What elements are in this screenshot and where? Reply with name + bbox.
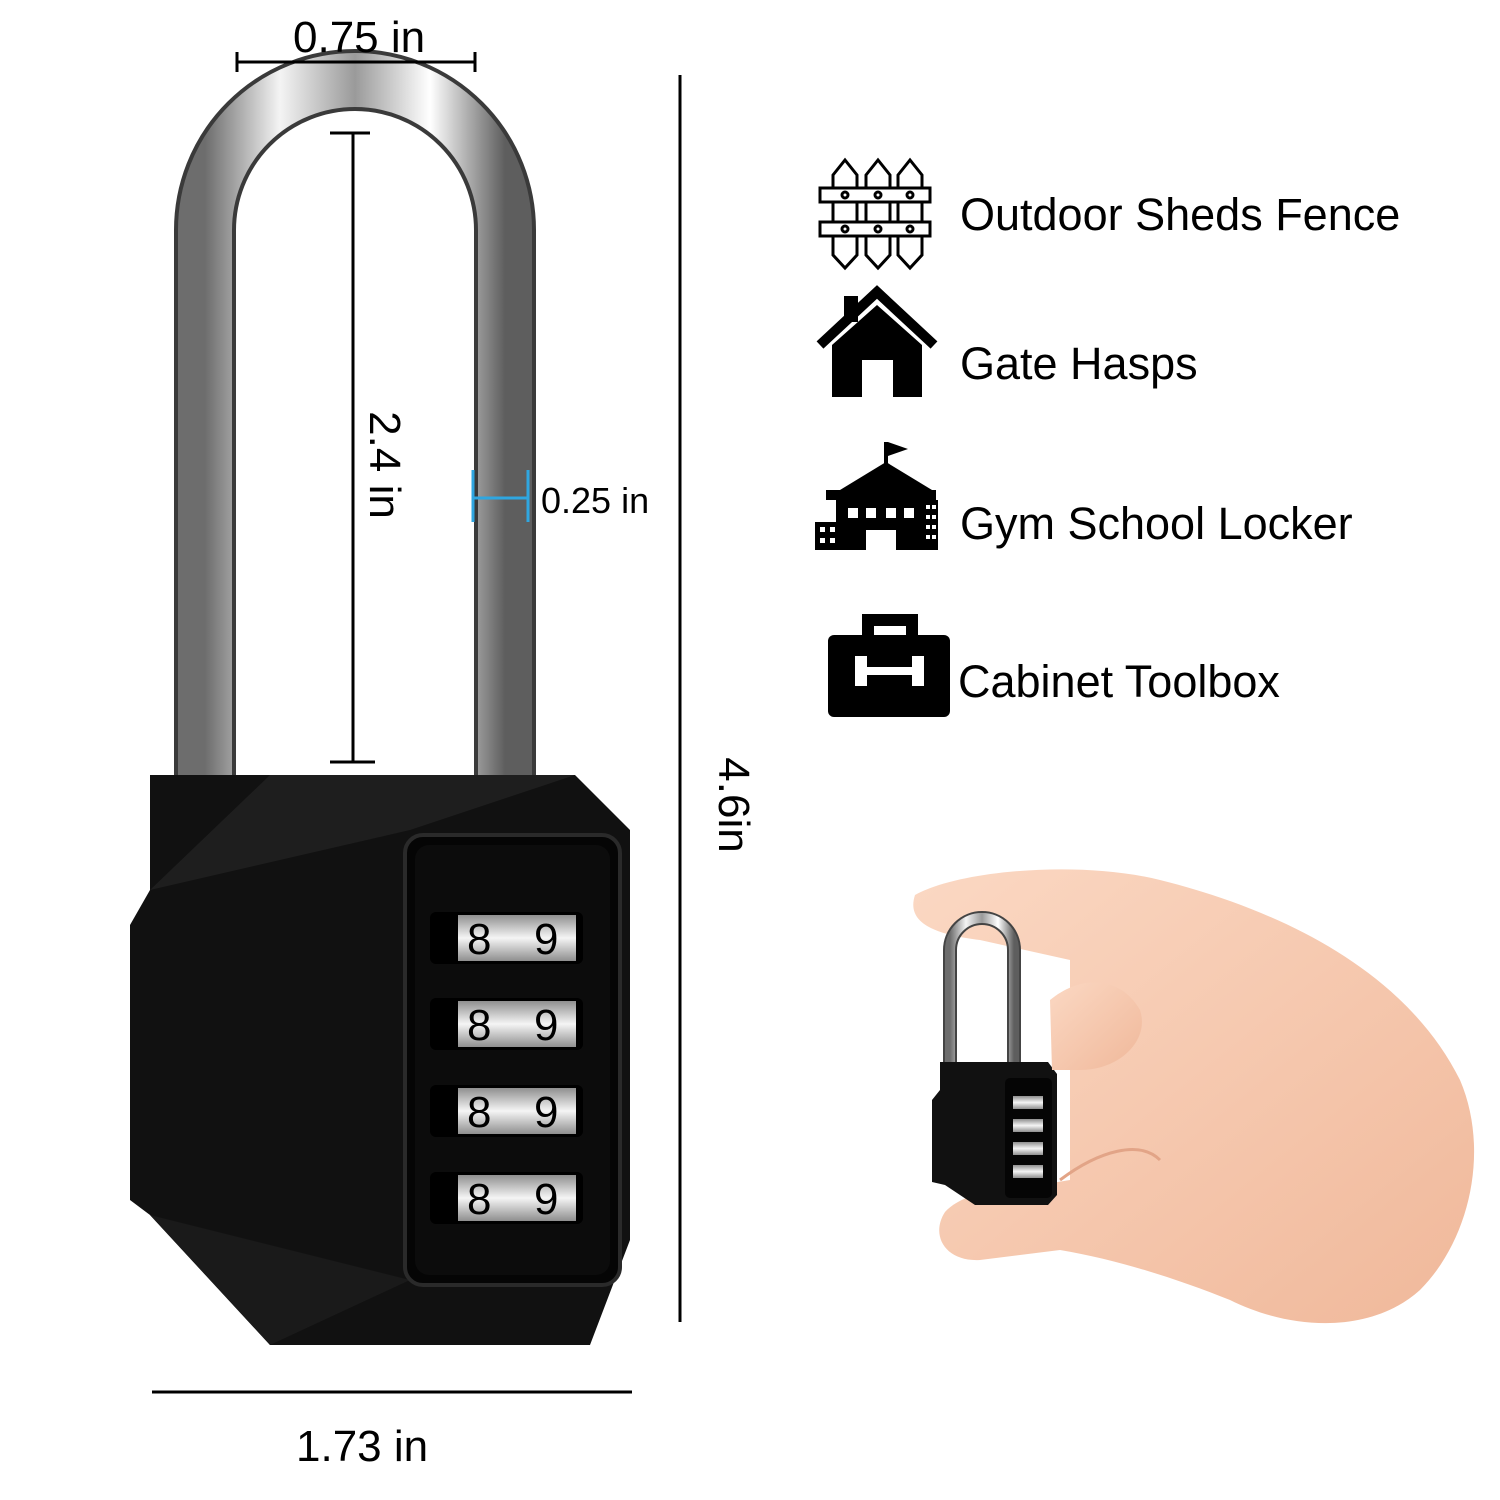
- diameter-marker: [471, 470, 530, 522]
- house-icon: [816, 285, 938, 397]
- use-label-gate-hasps: Gate Hasps: [960, 338, 1198, 389]
- shackle: [174, 49, 536, 780]
- dimension-lines: [152, 52, 682, 1394]
- lock-body: [130, 775, 630, 1345]
- shackle-clearance-label: 2.4 in: [360, 411, 409, 519]
- dial-2-right-digit: 9: [534, 1001, 559, 1050]
- fence-icon: [818, 157, 932, 271]
- hand-with-lock: [913, 869, 1475, 1324]
- dial-4-left-digit: 8: [467, 1175, 492, 1224]
- body-width-label: 1.73 in: [296, 1422, 429, 1471]
- dial-1-left-digit: 8: [467, 915, 492, 964]
- shackle-width-label: 0.75 in: [293, 13, 426, 62]
- school-icon: [815, 442, 938, 550]
- use-label-cabinet-toolbox: Cabinet Toolbox: [958, 656, 1280, 707]
- use-label-gym-school-locker: Gym School Locker: [960, 498, 1353, 549]
- total-height-label: 4.6in: [709, 757, 758, 853]
- dial-3-right-digit: 9: [534, 1088, 559, 1137]
- dial-1-right-digit: 9: [534, 915, 559, 964]
- dial-2-left-digit: 8: [467, 1001, 492, 1050]
- shackle-diameter-label: 0.25 in: [541, 480, 650, 521]
- dial-stack: [430, 912, 583, 1224]
- dial-4-right-digit: 9: [534, 1175, 559, 1224]
- dial-3-left-digit: 8: [467, 1088, 492, 1137]
- toolbox-icon: [828, 614, 950, 717]
- use-label-outdoor-sheds-fence: Outdoor Sheds Fence: [960, 189, 1401, 240]
